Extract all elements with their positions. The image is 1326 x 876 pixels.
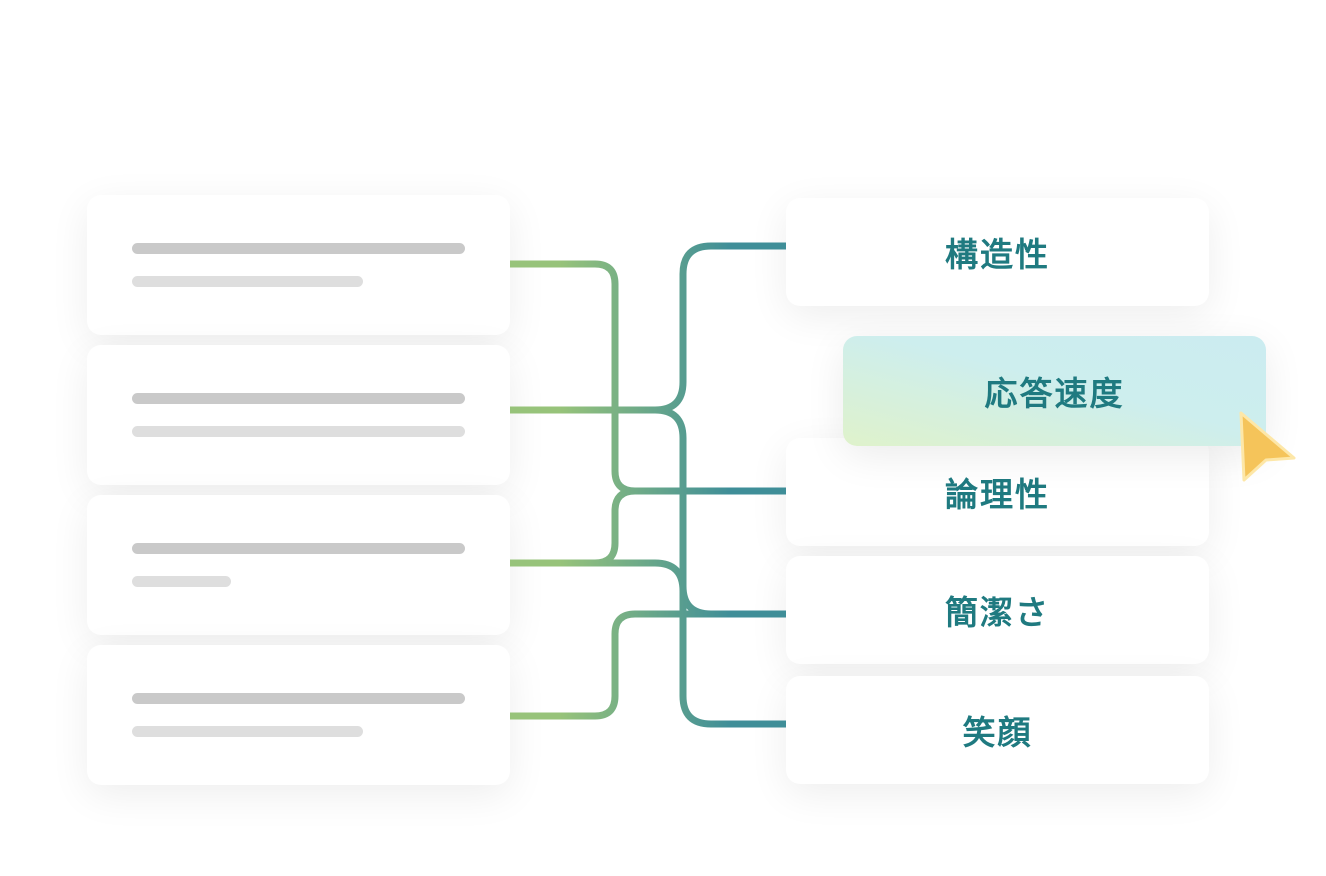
- response-card-1[interactable]: [87, 195, 510, 335]
- criterion-label: 笑顔: [962, 713, 1033, 752]
- connector-4-conciseness: [510, 610, 786, 720]
- criterion-card-conciseness[interactable]: 簡潔さ: [786, 556, 1209, 664]
- response-card-4[interactable]: [87, 645, 510, 785]
- criterion-card-logic[interactable]: 論理性: [786, 438, 1209, 546]
- placeholder-line: [132, 726, 363, 737]
- criterion-label: 構造性: [945, 235, 1050, 274]
- placeholder-line: [132, 693, 465, 704]
- criterion-label: 論理性: [945, 475, 1050, 514]
- connector-2-conciseness: [510, 406, 786, 618]
- placeholder-line: [132, 426, 465, 437]
- criterion-card-smile[interactable]: 笑顔: [786, 676, 1209, 784]
- dragged-criterion-card[interactable]: 応答速度: [843, 336, 1266, 446]
- connector-2-structure: [510, 242, 786, 414]
- placeholder-line: [132, 576, 231, 587]
- placeholder-line: [132, 543, 465, 554]
- connector-3-smile: [510, 559, 786, 728]
- criterion-card-structure[interactable]: 構造性: [786, 198, 1209, 306]
- placeholder-line: [132, 393, 465, 404]
- response-card-2[interactable]: [87, 345, 510, 485]
- response-card-3[interactable]: [87, 495, 510, 635]
- connector-3-logic: [510, 487, 786, 567]
- placeholder-line: [132, 276, 363, 287]
- criterion-label: 簡潔さ: [945, 593, 1050, 632]
- placeholder-line: [132, 243, 465, 254]
- dragged-criterion-label: 応答速度: [984, 374, 1125, 413]
- cursor-arrow-icon: [1239, 411, 1296, 482]
- connector-1-logic: [510, 260, 786, 495]
